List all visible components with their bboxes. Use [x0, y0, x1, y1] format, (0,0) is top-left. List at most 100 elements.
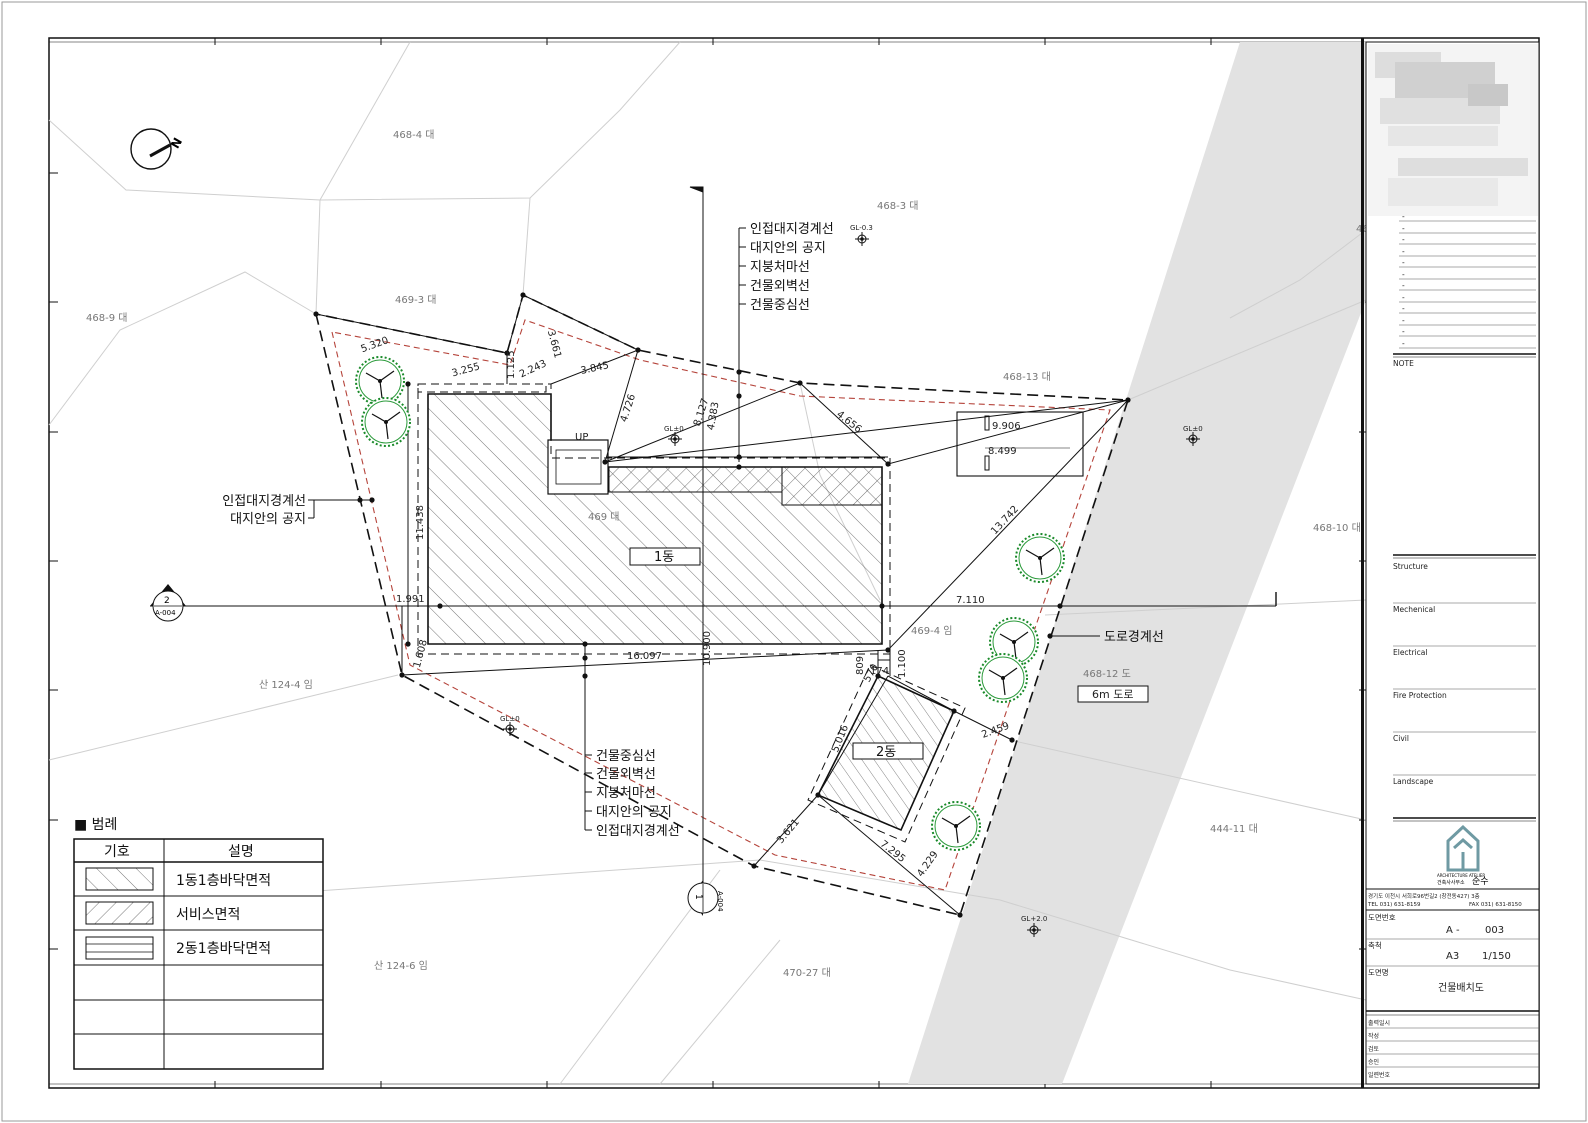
road-area: [908, 42, 1366, 1084]
dim-label: 9.906: [992, 421, 1021, 432]
section-ref: A-004: [155, 609, 176, 617]
lot-label: 470-27 대: [783, 967, 831, 979]
dim-label: 7.295: [878, 839, 907, 865]
dim-label: 4.726: [619, 393, 638, 424]
service-rect: [956, 411, 1084, 477]
dim-label: 10.900: [702, 631, 713, 666]
civil-label: Civil: [1393, 734, 1409, 743]
tree-icon: [978, 653, 1028, 703]
ground-level-icon: [854, 231, 870, 247]
revision-mark: -: [1402, 304, 1405, 313]
firm-sub-text: 건축사사무소: [1437, 879, 1465, 886]
callout-label: 건물중심선: [596, 749, 656, 764]
callout-label: 지붕처마선: [750, 260, 810, 275]
dim-label: 5.320: [359, 335, 390, 355]
dim-label: 1.991: [396, 594, 425, 605]
title-block: - - - - - - - - - - - - NOTE Structure M…: [1361, 38, 1540, 1088]
setback-line: [331, 319, 1111, 891]
callout-label: 인접대지경계선: [222, 494, 306, 509]
legend-row-label: 2동1층바닥면적: [176, 941, 271, 957]
dim-label: 1.100: [897, 649, 908, 678]
landscape-label: Landscape: [1393, 777, 1434, 786]
revision-mark: -: [1402, 224, 1405, 233]
road-boundary-label: 도로경계선: [1104, 630, 1164, 645]
dim-label: 3.661: [545, 329, 563, 360]
gl-label: GL±0: [664, 425, 684, 433]
callout-label: 지붕처마선: [596, 786, 656, 801]
revision-mark: -: [1402, 247, 1405, 256]
sign-row-label: 작성: [1368, 1032, 1379, 1040]
lot-label: 468-12 도: [1083, 669, 1131, 680]
dim-label: 1.125: [506, 350, 517, 379]
firm-logo-icon: [1446, 824, 1480, 872]
up-label: UP: [575, 432, 588, 443]
callout-top: [736, 227, 746, 470]
legend-swatch-hatch-a: [85, 867, 154, 891]
ground-level-icon: [502, 721, 518, 737]
ground-level-icon: [667, 431, 683, 447]
dim-label: 2.459: [980, 721, 1011, 741]
legend-row-label: 서비스면적: [176, 907, 240, 923]
lot-label: 산 124-6 임: [374, 959, 428, 972]
firm-small-text: ARCHITECTURE ATELIER: [1437, 873, 1485, 878]
lot-label: 469-3 대: [395, 294, 436, 306]
dim-label: 4.383: [706, 401, 722, 431]
dim-label: 11.438: [415, 505, 426, 540]
lot-label: 468-4 대: [393, 129, 434, 141]
lot-label: 469-4 임: [911, 624, 952, 637]
note-label: NOTE: [1393, 359, 1414, 368]
cadastral-lines: [48, 41, 1367, 1085]
building-2-label: 2동: [876, 745, 896, 760]
callout-label: 인접대지경계선: [596, 824, 680, 839]
lot-label: 산 124-4 임: [259, 678, 313, 691]
dim-label: 4.656: [834, 409, 863, 435]
section-number: 2: [164, 596, 170, 606]
lot-label: 468-3 대: [877, 200, 918, 212]
callout-bottom: [582, 641, 592, 831]
dim-label: 2.243: [518, 358, 549, 380]
sign-row-label: 승인: [1368, 1059, 1379, 1066]
firm-fax: FAX 031) 631-8150: [1469, 902, 1522, 908]
electrical-label: Electrical: [1393, 648, 1427, 657]
dim-label: 7.110: [956, 595, 985, 606]
callout-label: 건물외벽선: [750, 279, 810, 294]
revision-mark: -: [1402, 270, 1405, 279]
drawing-no: 003: [1485, 925, 1504, 936]
dim-label: 16.097: [627, 651, 662, 662]
revision-mark: -: [1402, 258, 1405, 267]
building-1: [417, 383, 891, 655]
tree-icon: [931, 801, 981, 851]
dim-label: 8.499: [988, 446, 1017, 457]
drawing-no-label: 도면번호: [1368, 912, 1396, 922]
section-ref: A-004: [716, 891, 724, 912]
building-2: [807, 664, 966, 843]
callout-label: 건물외벽선: [596, 767, 656, 782]
lot-label: 468-13 대: [1003, 371, 1051, 383]
callout-left: [308, 497, 375, 519]
gl-label: GL-0.3: [850, 224, 873, 232]
revision-mark: -: [1402, 235, 1405, 244]
sign-row-label: 일련번호: [1368, 1071, 1391, 1079]
dim-label: 3.845: [580, 360, 610, 377]
dim-label: 809: [855, 656, 866, 675]
title-label: 도면명: [1368, 967, 1389, 977]
legend-title: ■ 범례: [74, 817, 117, 833]
road-width-label: 6m 도로: [1092, 688, 1133, 701]
legend-swatch-hatch-b: [85, 901, 154, 925]
callout-label: 대지안의 공지: [596, 805, 672, 820]
gl-label: GL+2.0: [1021, 915, 1047, 923]
building-1-label: 1동: [654, 550, 674, 565]
paper-size: A3: [1446, 951, 1459, 962]
gl-label: GL±0: [500, 715, 520, 723]
firm-tel: TEL 031) 631-8159: [1367, 902, 1421, 908]
north-arrow: N: [130, 128, 185, 170]
gl-label: GL±0: [1183, 425, 1203, 433]
legend-col-symbol: 기호: [104, 844, 130, 860]
drawing-title: 건물배치도: [1438, 982, 1484, 994]
section-number: 1: [693, 894, 703, 900]
lot-label: 469 대: [588, 511, 619, 523]
callout-label: 건물중심선: [750, 298, 810, 313]
legend: ■ 범례 기호 설명 1동1층바닥면적 서비스면적 2동1층바닥면적: [73, 817, 324, 1070]
dim-label: 1.608: [412, 639, 430, 670]
